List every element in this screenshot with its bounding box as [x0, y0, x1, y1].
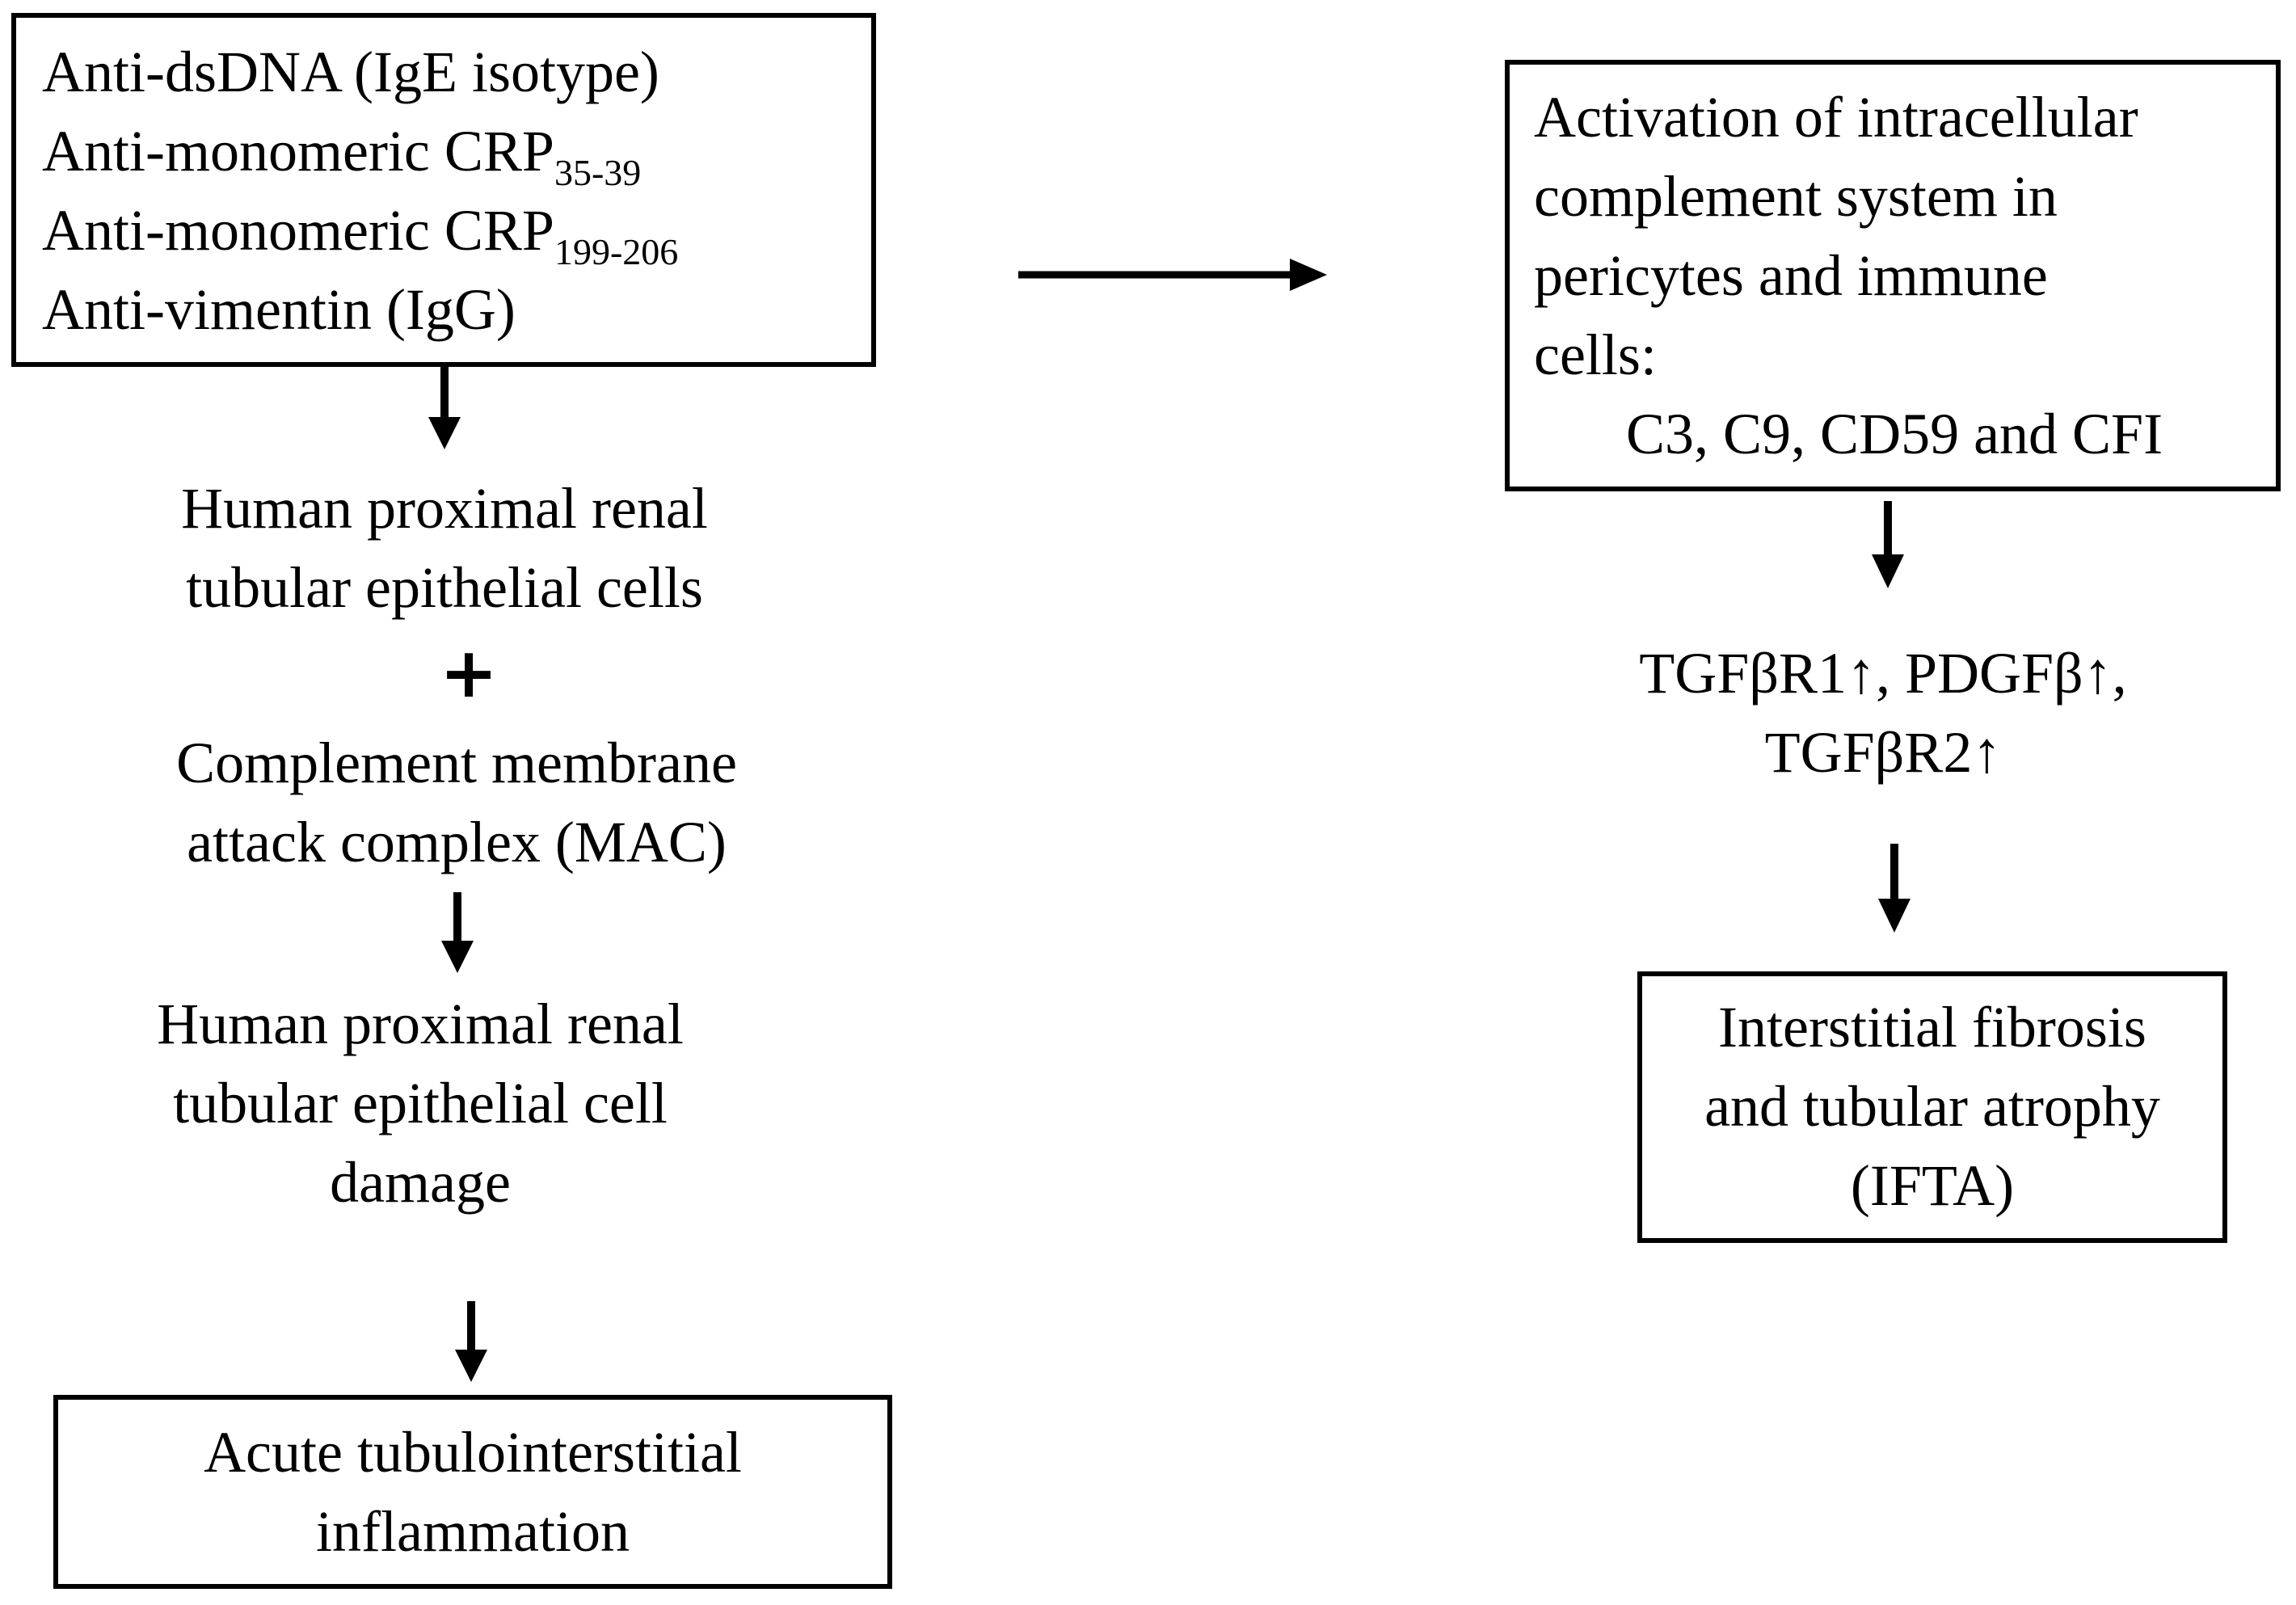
arrow-damage-to-inflammation — [455, 1301, 487, 1382]
inflammation-text: Acute tubulointerstitial inflammation — [204, 1420, 742, 1564]
mac-text: Complement membrane attack complex (MAC) — [176, 731, 737, 874]
antibodies-box — [11, 13, 876, 367]
complement-markers: C3, C9, CD59 and CFI — [1626, 402, 2163, 466]
ifta-box — [1637, 971, 2227, 1243]
antibody-vimentin: Anti-vimentin (IgG) — [42, 277, 516, 342]
growth-factors-text: TGFβR1↑, PDGFβ↑, TGFβR2↑ — [1639, 641, 2127, 785]
complement-text: Activation of intracellular complement s… — [1534, 85, 2138, 387]
antibody-mcrp-35-39: Anti-monomeric CRP35-39 — [42, 119, 642, 193]
arrow-left-to-right — [1018, 259, 1327, 291]
complement-box — [1505, 60, 2281, 491]
antibody-mcrp-199-206: Anti-monomeric CRP199-206 — [42, 198, 679, 272]
ifta-text: Interstitial fibrosis and tubular atroph… — [1704, 995, 2160, 1218]
antibodies-list: Anti-dsDNA (IgE isotype) Anti-monomeric … — [42, 32, 678, 349]
damage-text: Human proximal renal tubular epithelial … — [157, 992, 684, 1215]
cells-text: Human proximal renal tubular epithelial … — [181, 476, 708, 620]
plus-sign: + — [439, 633, 499, 714]
arrow-growth-factors-to-ifta — [1878, 844, 1911, 933]
arrow-antibodies-to-cells — [428, 367, 461, 449]
antibody-dsdna: Anti-dsDNA (IgE isotype) — [42, 40, 659, 104]
arrow-mac-to-damage — [441, 892, 474, 973]
inflammation-box — [53, 1395, 892, 1589]
arrow-complement-to-growth-factors — [1872, 501, 1904, 588]
